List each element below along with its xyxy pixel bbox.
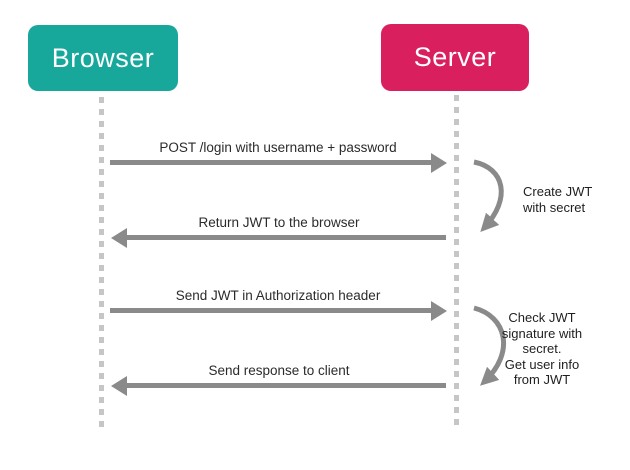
actor-label-browser: Browser bbox=[51, 42, 155, 73]
message-label: POST /login with username + password bbox=[159, 140, 397, 155]
self-loop-arrow-icon bbox=[473, 159, 504, 232]
annotation-create-jwt: Create JWT with secret bbox=[523, 184, 593, 215]
arrowhead-right-icon bbox=[431, 300, 447, 321]
message-return-jwt: Return JWT to the browser bbox=[111, 214, 446, 248]
arrow-left-icon bbox=[111, 227, 446, 248]
arrow-right-icon bbox=[110, 300, 447, 321]
message-send-jwt: Send JWT in Authorization header bbox=[110, 287, 447, 321]
message-label: Send response to client bbox=[208, 363, 350, 378]
actor-box-browser: Browser bbox=[28, 25, 178, 91]
arrow-right-icon bbox=[110, 152, 447, 173]
arrowhead-left-icon bbox=[111, 227, 127, 248]
browser-lifeline bbox=[99, 97, 104, 428]
actor-label-server: Server bbox=[413, 42, 497, 72]
arrow-left-icon bbox=[111, 375, 446, 396]
message-post-login: POST /login with username + password bbox=[110, 139, 447, 173]
server-lifeline bbox=[454, 95, 459, 428]
annotation-check-jwt: Check JWT signature with secret. Get use… bbox=[501, 310, 583, 387]
self-loop-arrow-icon bbox=[473, 305, 506, 386]
message-send-response: Send response to client bbox=[111, 362, 446, 396]
message-label: Send JWT in Authorization header bbox=[175, 288, 381, 303]
arrowhead-left-icon bbox=[111, 375, 127, 396]
message-label: Return JWT to the browser bbox=[198, 215, 360, 230]
arrowhead-right-icon bbox=[431, 152, 447, 173]
actor-box-server: Server bbox=[381, 24, 529, 91]
